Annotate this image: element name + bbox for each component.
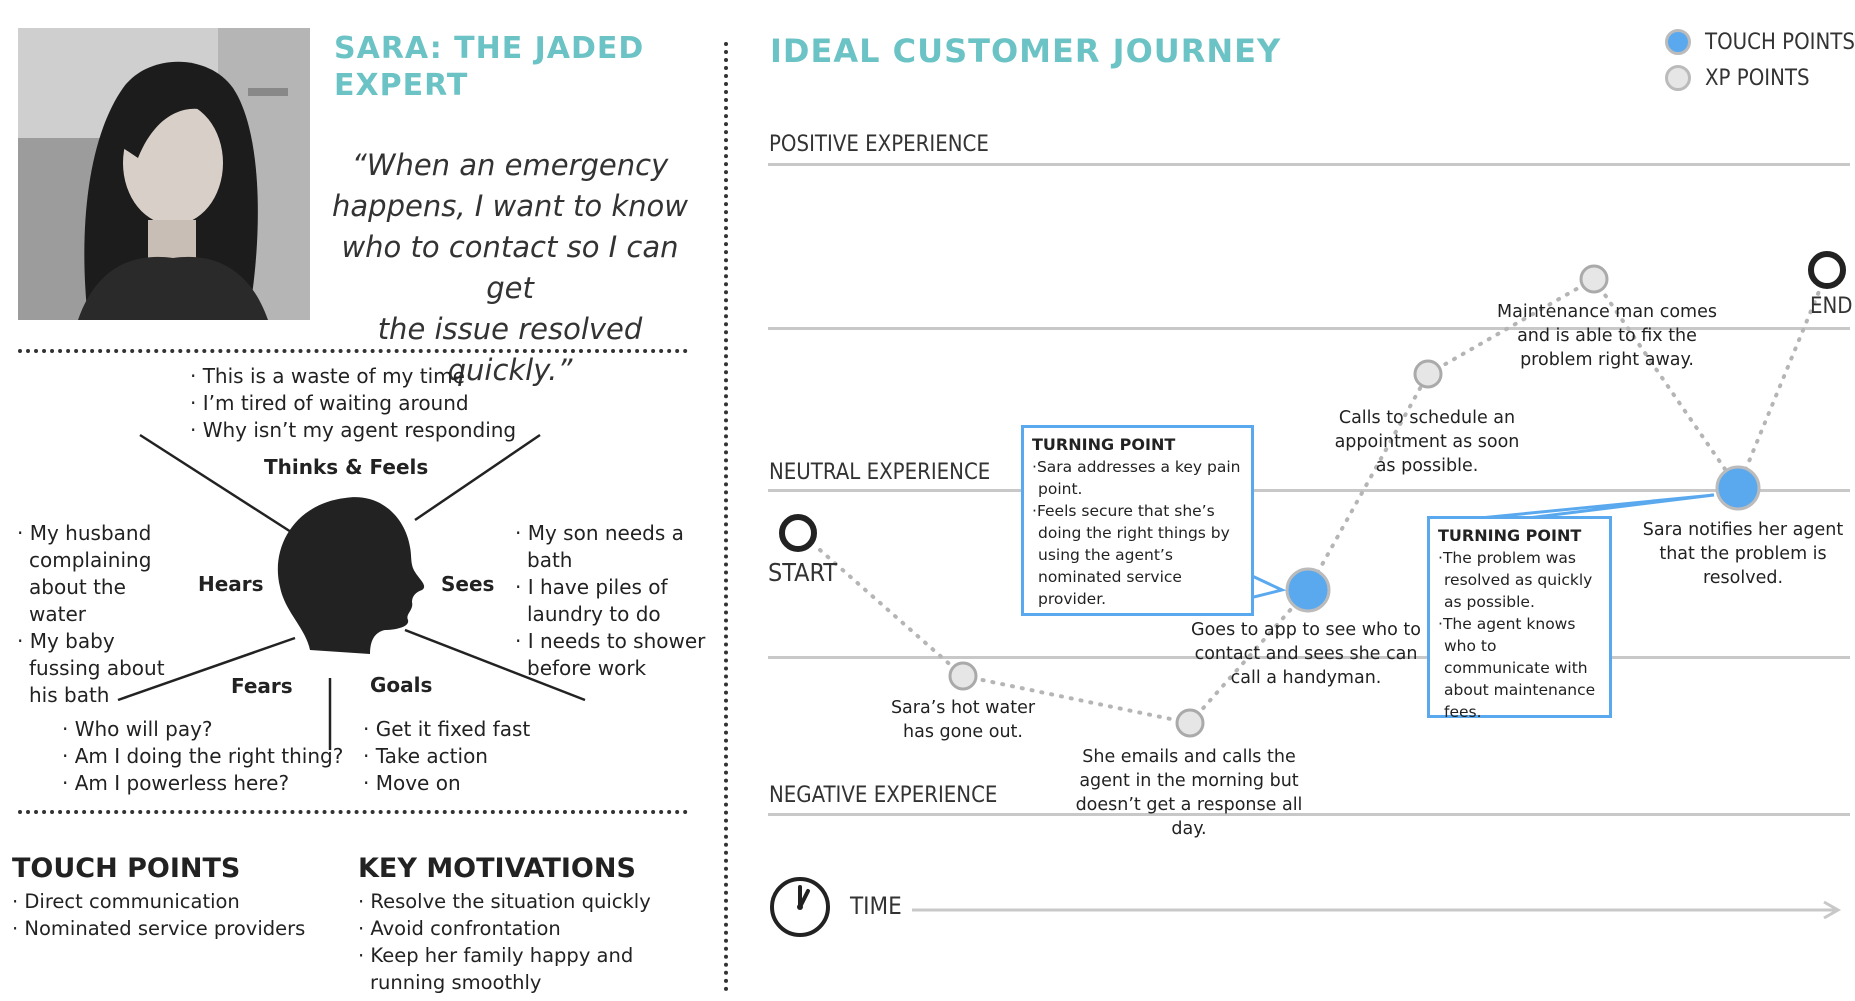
level-neutral-label: NEUTRAL EXPERIENCE — [769, 460, 991, 485]
callout-item: Sara addresses a key pain point. — [1032, 456, 1243, 500]
event-text: Sara’s hot water has gone out. — [890, 698, 1036, 742]
level-line — [768, 489, 1850, 492]
callout-item: The agent knows who to communicate with … — [1438, 613, 1601, 723]
level-line — [768, 163, 1850, 166]
persona-quote: “When an emergency happens, I want to kn… — [320, 145, 700, 391]
start-circle-icon — [779, 514, 817, 552]
touch-points-list: Direct communication Nominated service p… — [12, 888, 305, 942]
key-motivations-list: Resolve the situation quickly Avoid conf… — [358, 888, 678, 996]
persona-title-line2: EXPERT — [334, 68, 469, 103]
touch-point-dot-icon — [1665, 29, 1691, 55]
clock-icon — [770, 877, 830, 937]
legend-item-xp: XP POINTS — [1665, 62, 1855, 94]
legend-item-touch: TOUCH POINTS — [1665, 26, 1855, 58]
touch-point — [1285, 567, 1331, 613]
persona-title-line1: SARA: THE JADED — [334, 31, 645, 66]
xp-point — [948, 661, 978, 691]
fears-label: Fears — [231, 674, 293, 698]
event-text: She emails and calls the agent in the mo… — [1075, 747, 1303, 839]
thinks-feels-item: I’m tired of waiting around — [190, 390, 516, 417]
goals-item: Move on — [363, 770, 530, 797]
divider-vertical — [724, 42, 728, 992]
divider-bottom — [18, 810, 688, 814]
quote-line: “When an emergency — [351, 148, 669, 182]
callout-item: Feels secure that she’s doing the right … — [1032, 500, 1243, 610]
touch-points-item: Nominated service providers — [12, 915, 305, 942]
goals-item: Take action — [363, 743, 530, 770]
persona-portrait — [18, 28, 310, 320]
thinks-feels-item: This is a waste of my time — [190, 363, 516, 390]
fears-item: Who will pay? — [62, 716, 343, 743]
fears-list: Who will pay? Am I doing the right thing… — [62, 716, 344, 797]
journey-title: IDEAL CUSTOMER JOURNEY — [770, 32, 1282, 70]
hears-item: My baby fussing about his bath — [17, 628, 187, 709]
head-silhouette-icon — [277, 497, 425, 654]
key-motivations-heading: KEY MOTIVATIONS — [358, 853, 636, 884]
thinks-feels-list: This is a waste of my time I’m tired of … — [190, 363, 516, 444]
touch-point — [1715, 465, 1761, 511]
callout-pointer — [1479, 493, 1715, 520]
persona-title: SARA: THE JADED EXPERT — [334, 30, 644, 104]
event-text: Calls to schedule an appointment as soon… — [1334, 408, 1520, 476]
sees-list: My son needs a bath I have piles of laun… — [515, 520, 715, 682]
xp-point — [1579, 264, 1609, 294]
sees-item: I needs to shower before work — [515, 628, 715, 682]
legend: TOUCH POINTS XP POINTS — [1665, 26, 1855, 94]
xp-point — [1413, 359, 1443, 389]
legend-label: TOUCH POINTS — [1705, 29, 1855, 55]
level-positive-label: POSITIVE EXPERIENCE — [769, 132, 989, 157]
turning-point-callout: TURNING POINT Sara addresses a key pain … — [1021, 425, 1254, 616]
callout-title: TURNING POINT — [1438, 526, 1582, 545]
level-negative-label: NEGATIVE EXPERIENCE — [769, 783, 998, 808]
turning-point-callout: TURNING POINT The problem was resolved a… — [1427, 516, 1612, 721]
event-text: Goes to app to see who to contact and se… — [1191, 620, 1421, 688]
callout-item: The problem was resolved as quickly as p… — [1438, 547, 1601, 613]
touch-points-heading: TOUCH POINTS — [12, 853, 241, 884]
goals-list: Get it fixed fast Take action Move on — [363, 716, 531, 797]
level-line — [768, 656, 1850, 659]
fears-item: Am I doing the right thing? — [62, 743, 344, 770]
time-arrow — [912, 900, 1842, 920]
quote-line: happens, I want to know — [332, 189, 688, 223]
hears-item: My husband complaining about the water — [17, 520, 187, 628]
key-motivations-item: Resolve the situation quickly — [358, 888, 678, 915]
xp-point-dot-icon — [1665, 65, 1691, 91]
end-label: END — [1810, 294, 1853, 319]
level-line — [768, 327, 1850, 330]
quote-line: who to contact so I can get — [341, 230, 679, 305]
thinks-feels-label: Thinks & Feels — [264, 455, 429, 479]
event-text: Maintenance man comes and is able to fix… — [1497, 302, 1717, 370]
xp-point — [1175, 708, 1205, 738]
level-line — [768, 813, 1850, 816]
callout-title: TURNING POINT — [1032, 435, 1176, 454]
hears-label: Hears — [198, 572, 264, 596]
thinks-feels-item: Why isn’t my agent responding — [190, 417, 516, 444]
divider-top — [18, 349, 688, 353]
key-motivations-item: Avoid confrontation — [358, 915, 678, 942]
hears-list: My husband complaining about the water M… — [17, 520, 187, 709]
fears-item: Am I powerless here? — [62, 770, 343, 797]
goals-label: Goals — [370, 673, 433, 697]
persona-photo — [18, 28, 310, 320]
time-label: TIME — [850, 892, 902, 920]
goals-item: Get it fixed fast — [363, 716, 531, 743]
start-label: START — [768, 558, 837, 587]
callout-pointer — [1248, 572, 1287, 600]
sees-item: My son needs a bath — [515, 520, 715, 574]
sees-item: I have piles of laundry to do — [515, 574, 715, 628]
event-text: Sara notifies her agent that the problem… — [1642, 520, 1844, 588]
touch-points-item: Direct communication — [12, 888, 305, 915]
key-motivations-item: Keep her family happy and running smooth… — [358, 942, 678, 996]
end-circle-icon — [1808, 251, 1846, 289]
legend-label: XP POINTS — [1705, 65, 1810, 91]
sees-label: Sees — [441, 572, 495, 596]
